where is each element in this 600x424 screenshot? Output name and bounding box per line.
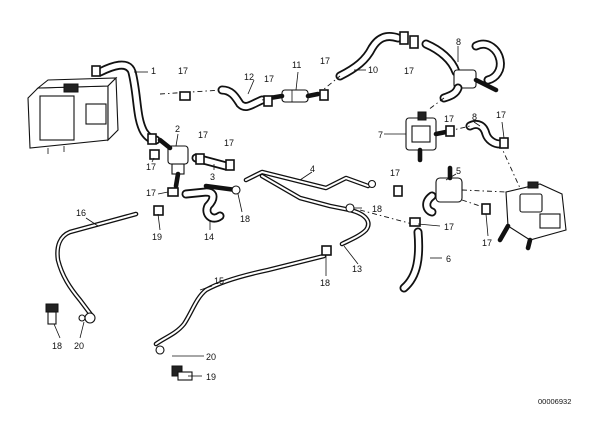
heater-unit bbox=[27, 76, 119, 154]
callout-13: 13 bbox=[352, 264, 362, 274]
callout-15: 15 bbox=[214, 276, 224, 286]
hose-10 bbox=[335, 31, 419, 81]
callout-2: 2 bbox=[175, 124, 180, 134]
callout-labels: 1 2 3 4 5 6 7 8 8 10 11 12 13 14 15 16 1… bbox=[52, 37, 506, 382]
callout-17-h: 17 bbox=[146, 188, 156, 198]
pipe-16 bbox=[55, 211, 139, 319]
hose-9 bbox=[399, 227, 424, 293]
valve-block-5 bbox=[422, 165, 463, 217]
hose-13 bbox=[339, 207, 371, 247]
hose-8-right bbox=[465, 119, 505, 149]
callout-17-g: 17 bbox=[146, 162, 156, 172]
callout-17-i: 17 bbox=[390, 168, 400, 178]
callout-18-c: 18 bbox=[320, 278, 330, 288]
auxiliary-pump bbox=[497, 181, 567, 251]
clamps bbox=[78, 89, 509, 355]
callout-17-c: 17 bbox=[320, 56, 330, 66]
callout-19-b: 19 bbox=[206, 372, 216, 382]
callout-18-a: 18 bbox=[240, 214, 250, 224]
hose-assembly-8 bbox=[421, 39, 505, 103]
callout-5: 5 bbox=[456, 166, 461, 176]
hose-1 bbox=[91, 60, 161, 145]
bolt-19-left bbox=[45, 303, 59, 325]
callout-3: 3 bbox=[210, 172, 215, 182]
callout-17-f: 17 bbox=[224, 138, 234, 148]
callout-1: 1 bbox=[151, 66, 156, 76]
callout-17-m: 17 bbox=[482, 238, 492, 248]
callout-7: 7 bbox=[378, 130, 383, 140]
valve-7 bbox=[405, 111, 449, 163]
bolt-19-bottom bbox=[171, 365, 193, 381]
callout-19-a: 19 bbox=[152, 232, 162, 242]
callout-4: 4 bbox=[310, 164, 315, 174]
callout-17-b: 17 bbox=[264, 74, 274, 84]
diagram-reference-number: 00006932 bbox=[538, 397, 571, 406]
pipe-15 bbox=[153, 253, 327, 347]
callout-17-k: 17 bbox=[496, 110, 506, 120]
callout-17-l: 17 bbox=[444, 222, 454, 232]
pump-2 bbox=[157, 137, 189, 189]
callout-6: 6 bbox=[446, 254, 451, 264]
callout-8-top: 8 bbox=[456, 37, 461, 47]
callout-12: 12 bbox=[244, 72, 254, 82]
callout-11: 11 bbox=[292, 60, 301, 70]
callout-18-b: 18 bbox=[372, 204, 382, 214]
callout-8-right: 8 bbox=[472, 112, 477, 122]
valve-11 bbox=[267, 89, 321, 103]
callout-16: 16 bbox=[76, 208, 86, 218]
callout-18-d: 18 bbox=[52, 341, 62, 351]
hose-14 bbox=[181, 183, 239, 223]
hose-12 bbox=[217, 85, 267, 111]
callout-17-d: 17 bbox=[404, 66, 414, 76]
callout-14: 14 bbox=[204, 232, 214, 242]
leader-lines bbox=[53, 46, 505, 377]
callout-17-j: 17 bbox=[444, 114, 454, 124]
callout-10: 10 bbox=[368, 65, 378, 75]
callout-20-a: 20 bbox=[206, 352, 216, 362]
callout-17-a: 17 bbox=[178, 66, 188, 76]
callout-17-e: 17 bbox=[198, 130, 208, 140]
callout-20-b: 20 bbox=[74, 341, 84, 351]
pipe-4 bbox=[243, 169, 371, 213]
